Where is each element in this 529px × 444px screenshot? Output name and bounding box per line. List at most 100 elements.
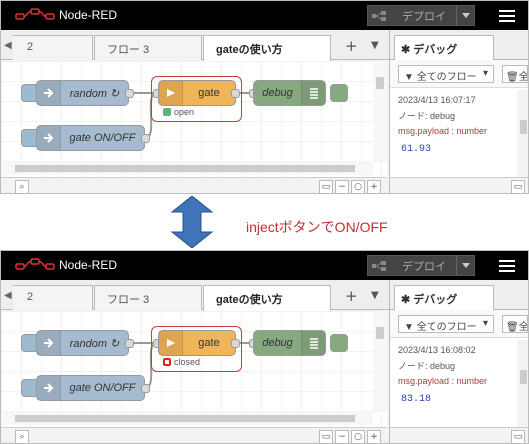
inject-node-random[interactable]: random ↻ (36, 80, 129, 106)
monitor-icon[interactable]: ▭ (511, 430, 525, 443)
message-timestamp: 2023/4/13 16:07:17 (398, 95, 476, 105)
search-icon[interactable]: ⌕ (15, 180, 29, 193)
arrow-right-icon (37, 376, 61, 400)
filter-label: 全てのフロー (416, 322, 477, 333)
trash-icon: 🗑 (506, 322, 519, 333)
zoom-reset-icon[interactable]: ○ (351, 430, 365, 443)
inject-node-gate-onoff[interactable]: gate ON/OFF (36, 125, 145, 151)
message-value: 61.93 (401, 144, 432, 155)
deploy-menu-caret-icon[interactable] (456, 256, 474, 275)
gate-highlight-box (151, 326, 242, 372)
node-label: random ↻ (69, 337, 120, 350)
deploy-menu-caret-icon[interactable] (456, 6, 474, 25)
workspace-tabbar: ◀ 2 フロー 3 gateの使い方 + ▼ (1, 30, 389, 61)
flow-workspace[interactable]: random ↻ gate ON/OFF gate closed debug (1, 311, 387, 428)
inject-node-gate-onoff[interactable]: gate ON/OFF (36, 375, 145, 401)
gate-node[interactable]: gate (158, 330, 236, 356)
zoom-in-icon[interactable]: + (367, 430, 381, 443)
zoom-out-icon[interactable]: − (335, 180, 349, 193)
caption-text: injectボタンでON/OFF (246, 219, 388, 235)
debug-sidebar: ✱ デバッグ ▼ 全てのフロー ▾ 🗑全 2023/4/13 16:07:17 … (389, 30, 528, 193)
workspace-horizontal-scrollbar[interactable] (1, 162, 373, 175)
flow-filter-select[interactable]: ▼ 全てのフロー ▾ (398, 315, 494, 333)
output-port[interactable] (125, 89, 134, 98)
tab-gate-usage[interactable]: gateの使い方 (203, 35, 331, 61)
tab-list-caret-icon[interactable]: ▼ (371, 40, 379, 51)
filter-icon: ▼ (404, 322, 414, 333)
zoom-out-icon[interactable]: − (335, 430, 349, 443)
workspace-tabbar: ◀ 2 フロー 3 gateの使い方 + ▼ (1, 280, 389, 311)
search-icon[interactable]: ⌕ (15, 430, 29, 443)
zoom-in-icon[interactable]: + (367, 180, 381, 193)
sidebar-scrollbar[interactable] (517, 90, 528, 180)
node-label: gate ON/OFF (69, 382, 136, 394)
gate-status-text: closed (174, 357, 201, 367)
sidebar-tabbar: ✱ デバッグ (390, 280, 528, 311)
tab-flow-3[interactable]: フロー 3 (94, 35, 202, 60)
message-type[interactable]: msg.payload : number (398, 126, 488, 136)
zoom-reset-icon[interactable]: ○ (351, 180, 365, 193)
tab-scroll-left-icon[interactable]: ◀ (4, 290, 12, 301)
add-tab-icon[interactable]: + (345, 37, 358, 55)
tab-label: デバッグ (413, 294, 458, 306)
message-type[interactable]: msg.payload : number (398, 376, 488, 386)
output-port[interactable] (125, 339, 134, 348)
message-node: ノード: debug (398, 111, 456, 121)
deploy-icon (368, 6, 390, 25)
monitor-icon[interactable]: ▭ (511, 180, 525, 193)
status-indicator-icon (163, 358, 171, 366)
tab-flow-3[interactable]: フロー 3 (94, 285, 202, 310)
flow-filter-select[interactable]: ▼ 全てのフロー ▾ (398, 65, 494, 83)
message-timestamp: 2023/4/13 16:08:02 (398, 345, 476, 355)
workspace-vertical-scrollbar[interactable] (373, 311, 387, 411)
clear-label: 全 (518, 72, 528, 83)
sidebar-scrollbar[interactable] (517, 340, 528, 430)
map-icon[interactable]: ▭ (319, 430, 333, 443)
tab-label: フロー 3 (107, 44, 150, 56)
clear-messages-button[interactable]: 🗑全 (502, 65, 528, 83)
gate-arrow-icon (159, 81, 183, 105)
message-node: ノード: debug (398, 361, 456, 371)
debug-sidebar: ✱ デバッグ ▼ 全てのフロー ▾ 🗑全 2023/4/13 16:08:02 … (389, 280, 528, 443)
debug-node[interactable]: debug (253, 80, 326, 106)
sidebar-footer: ▭ (390, 177, 528, 193)
debug-toggle-button[interactable] (330, 84, 348, 102)
output-port[interactable] (231, 89, 240, 98)
tab-scroll-left-icon[interactable]: ◀ (4, 40, 12, 51)
tab-flow-2[interactable]: 2 (13, 35, 93, 60)
deploy-button[interactable]: デプロイ (367, 5, 475, 26)
tab-label: gateの使い方 (216, 44, 283, 56)
deploy-button[interactable]: デプロイ (367, 255, 475, 276)
main-menu-button[interactable] (493, 6, 521, 26)
tab-gate-usage[interactable]: gateの使い方 (203, 285, 331, 311)
arrow-right-icon (37, 126, 61, 150)
tab-list-caret-icon[interactable]: ▼ (371, 290, 379, 301)
flow-workspace[interactable]: random ↻ gate ON/OFF gate open debug (1, 61, 387, 178)
inject-node-random[interactable]: random ↻ (36, 330, 129, 356)
debug-message: 2023/4/13 16:08:02 ノード: debug msg.payloa… (398, 345, 516, 405)
workspace-horizontal-scrollbar[interactable] (1, 412, 373, 425)
tab-debug[interactable]: ✱ デバッグ (394, 285, 494, 311)
gate-node[interactable]: gate (158, 80, 236, 106)
workspace-footer: ⌕ ▭ − ○ + (1, 177, 387, 193)
bug-icon: ✱ (401, 294, 411, 306)
transition-area: injectボタンでON/OFF (0, 194, 529, 250)
tab-label: 2 (27, 41, 34, 53)
main-menu-button[interactable] (493, 256, 521, 276)
add-tab-icon[interactable]: + (345, 287, 358, 305)
debug-toggle-button[interactable] (330, 334, 348, 352)
workspace-vertical-scrollbar[interactable] (373, 61, 387, 161)
debug-node[interactable]: debug (253, 330, 326, 356)
map-icon[interactable]: ▭ (319, 180, 333, 193)
output-port[interactable] (231, 339, 240, 348)
output-port[interactable] (141, 384, 150, 393)
tab-debug[interactable]: ✱ デバッグ (394, 35, 494, 61)
filter-icon: ▼ (404, 72, 414, 83)
output-port[interactable] (141, 134, 150, 143)
app-title: Node-RED (59, 258, 118, 272)
filter-label: 全てのフロー (416, 72, 477, 83)
tab-flow-2[interactable]: 2 (13, 285, 93, 310)
message-value: 83.18 (401, 394, 432, 405)
node-label: debug (262, 87, 293, 99)
clear-messages-button[interactable]: 🗑全 (502, 315, 528, 333)
